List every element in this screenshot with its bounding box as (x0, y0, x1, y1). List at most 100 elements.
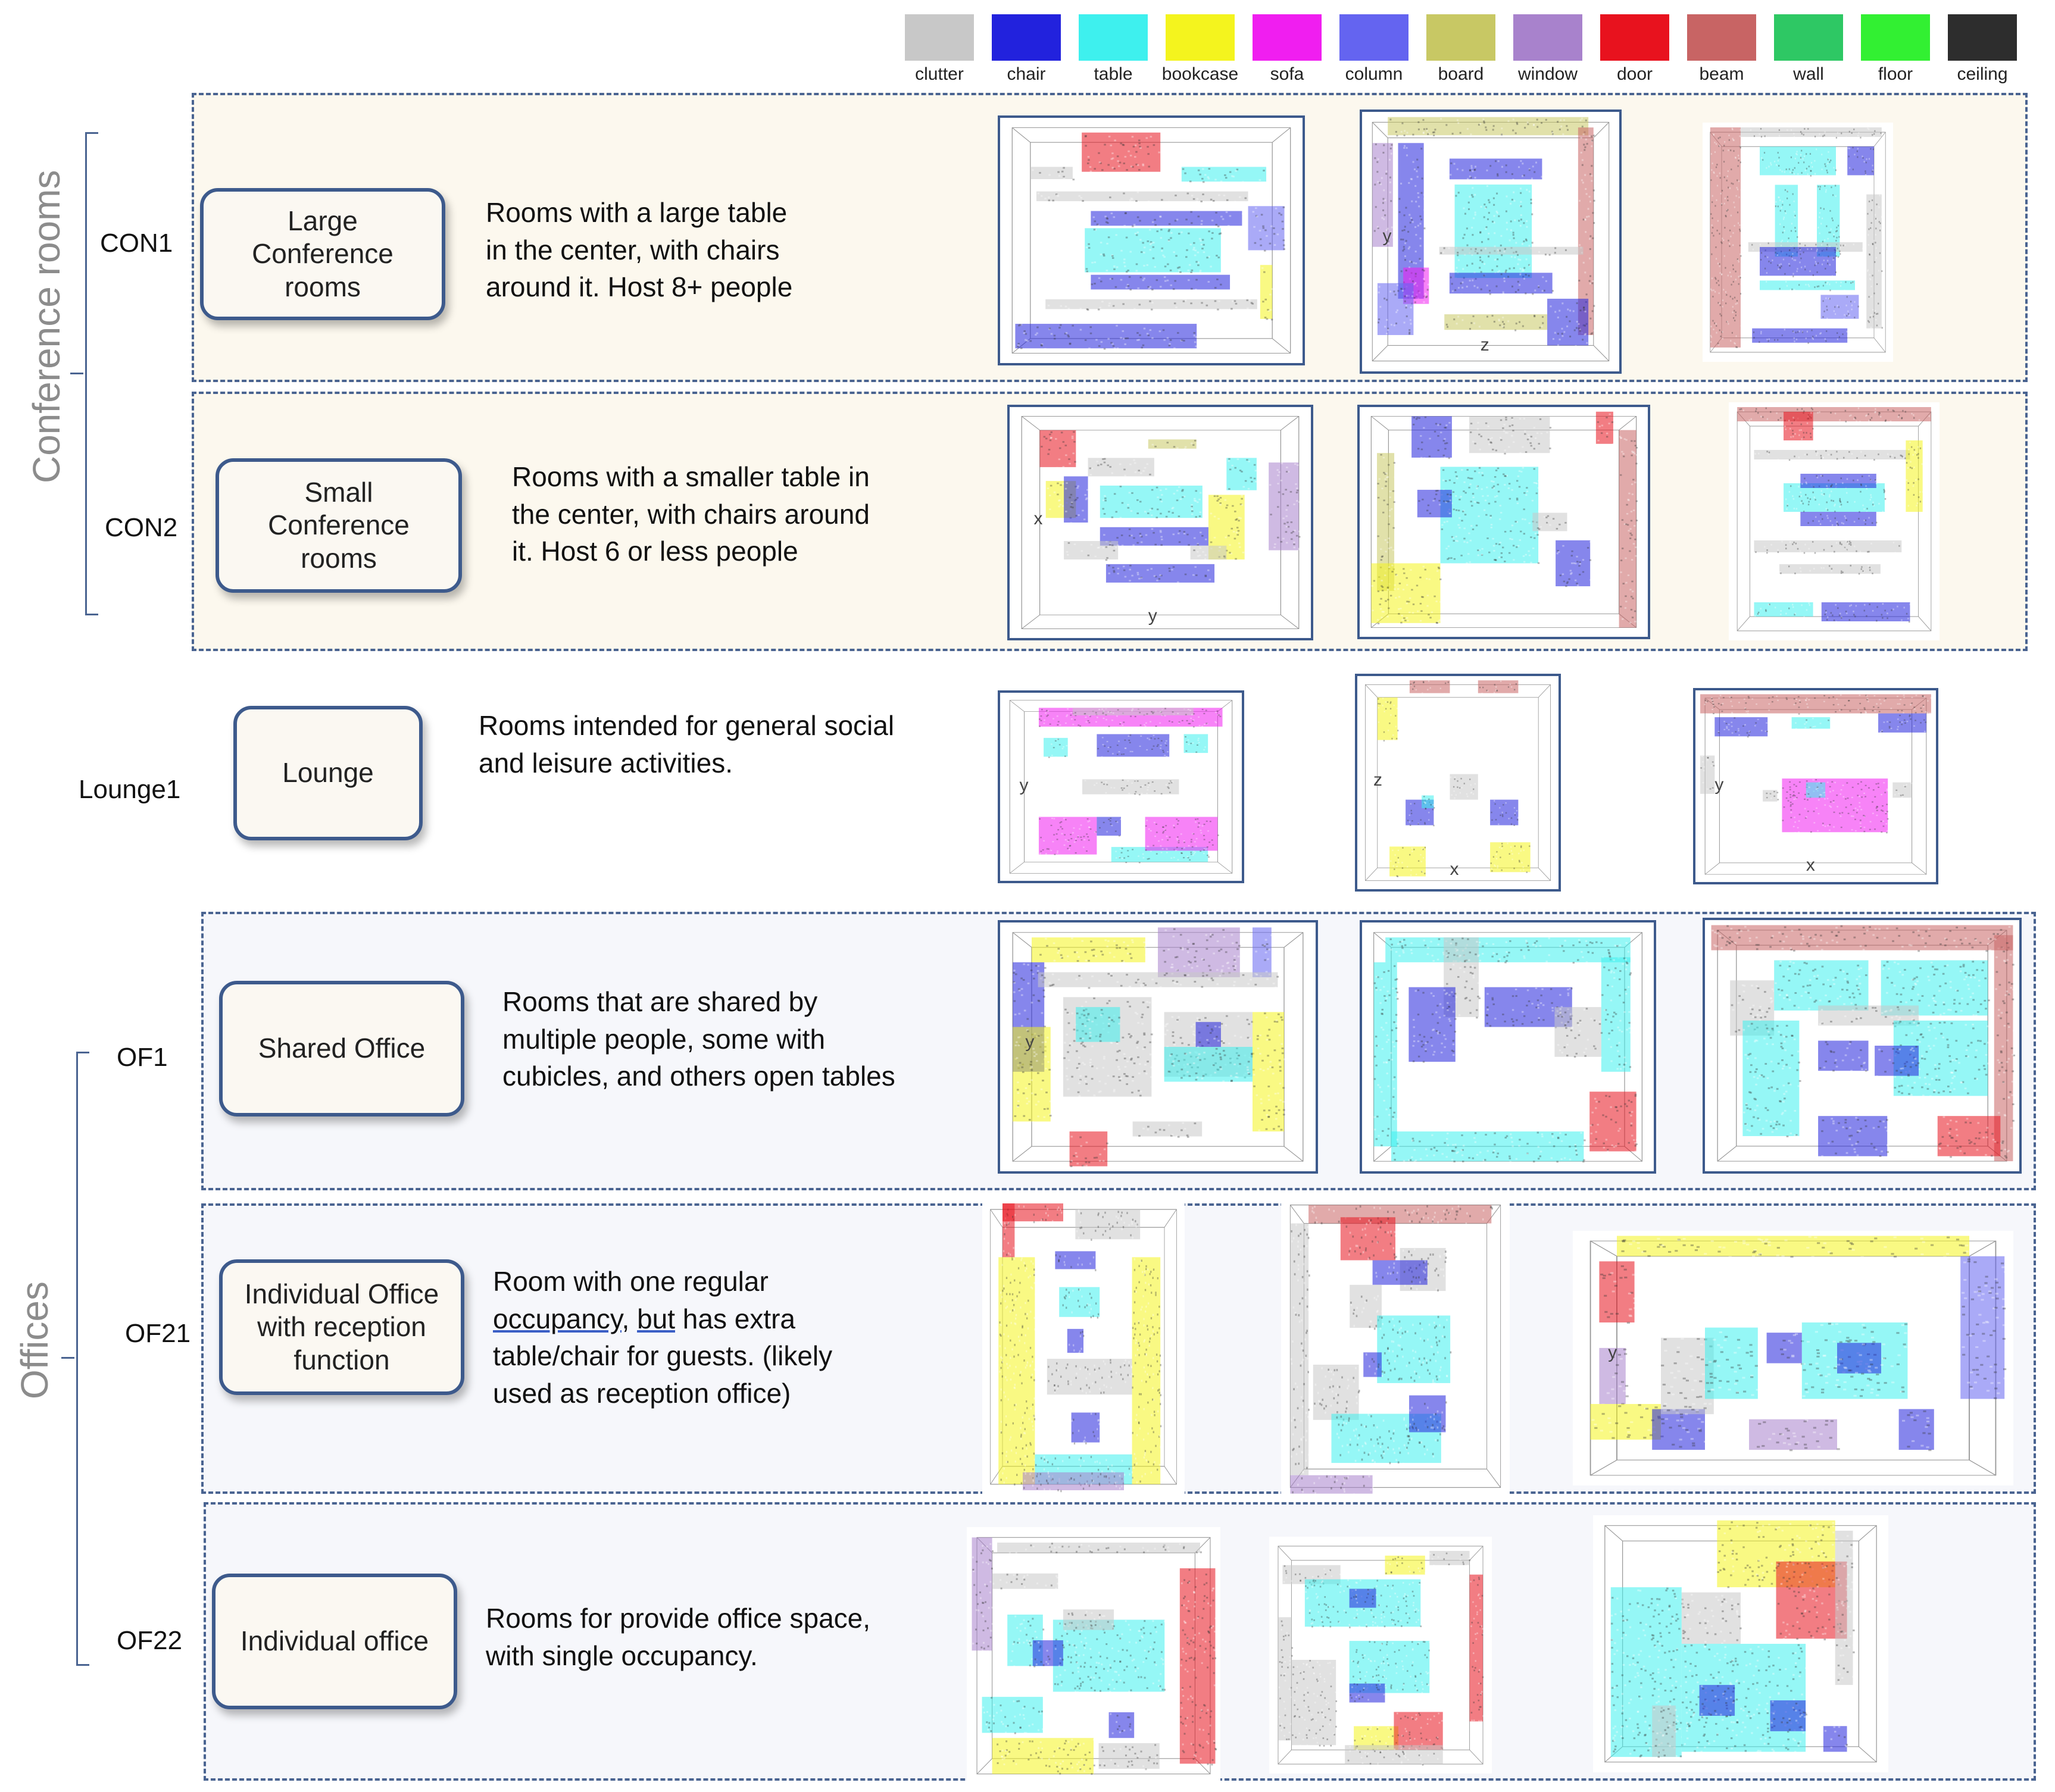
point-cluster-table (1601, 957, 1632, 1072)
point-cluster-clutter (1313, 1364, 1360, 1421)
point-cluster-table (1705, 1327, 1759, 1399)
point-cluster-table (1059, 1287, 1100, 1319)
group-label-offices: Offices (13, 1281, 56, 1399)
legend-item-beam: beam (1687, 14, 1763, 92)
point-cluster-clutter (1088, 458, 1154, 477)
bounding-box-lines (1365, 684, 1551, 881)
point-cloud-con2-view-2 (1357, 405, 1650, 639)
point-cloud-of22-view-2 (1269, 1537, 1492, 1774)
point-cluster-column (1960, 1256, 2007, 1399)
point-cluster-sofa (1782, 778, 1889, 834)
point-cluster-clutter (1190, 545, 1227, 560)
point-cluster-clutter (1350, 1284, 1383, 1330)
point-cluster-clutter (1063, 1609, 1115, 1632)
row-code-con1: CON1 (100, 229, 173, 258)
point-cluster-board (1148, 439, 1197, 450)
point-cluster-clutter (1779, 564, 1881, 575)
legend-label: clutter (915, 64, 964, 84)
point-cluster-clutter (1045, 299, 1257, 311)
point-cluster-clutter (1290, 1223, 1310, 1475)
bounding-box-lines (1604, 1525, 1877, 1763)
legend-item-wall: wall (1774, 14, 1850, 92)
legend-swatch (1687, 14, 1756, 61)
point-cluster-chair (1823, 1726, 1848, 1752)
point-cluster-bookcase (1371, 563, 1442, 625)
point-cluster-bookcase (1385, 1555, 1426, 1575)
legend-label: window (1517, 64, 1578, 84)
point-cluster-chair (1015, 324, 1198, 350)
point-cluster-bookcase (1132, 1257, 1162, 1484)
legend-item-clutter: clutter (905, 14, 981, 92)
bounding-box-lines (1012, 932, 1304, 1162)
row-code-of21: OF21 (125, 1319, 191, 1348)
legend-item-ceiling: ceiling (1948, 14, 2024, 92)
point-cluster-chair (1818, 1116, 1890, 1158)
point-cluster-beam (1700, 694, 1932, 715)
point-cloud-lounge-view-1: y (998, 690, 1244, 883)
point-cluster-chair (1091, 211, 1244, 227)
bounding-box-lines (1009, 700, 1233, 874)
point-cluster-door (1340, 1217, 1397, 1261)
point-cluster-chair (1408, 987, 1457, 1063)
point-cluster-table (1226, 458, 1257, 490)
legend-swatch (1166, 14, 1235, 61)
legend-swatch (992, 14, 1061, 61)
point-cluster-door (1039, 430, 1076, 469)
point-cluster-bookcase (1490, 842, 1531, 873)
group-label-conference: Conference rooms (25, 170, 68, 483)
point-cloud-con1-view-1 (998, 115, 1305, 365)
point-cluster-chair (1714, 717, 1768, 738)
legend-label: beam (1699, 64, 1744, 84)
axis-label-z: z (1373, 770, 1383, 790)
point-cluster-door (1179, 1568, 1217, 1766)
point-cluster-chair (1449, 273, 1554, 296)
desc-con2: Rooms with a smaller table in the center… (512, 461, 870, 567)
type-box-lounge: Lounge (233, 706, 423, 840)
point-cluster-chair (1349, 1588, 1378, 1608)
point-cluster-chair (1067, 1328, 1085, 1355)
point-cluster-clutter (992, 1573, 1059, 1590)
point-cluster-door (1599, 1261, 1637, 1324)
point-cluster-chair (1411, 416, 1452, 459)
point-cluster-door (1589, 1092, 1638, 1153)
point-cluster-board (1388, 117, 1589, 137)
point-cluster-sofa (1145, 817, 1219, 852)
point-cluster-chair (1800, 512, 1878, 528)
point-cluster-clutter (1444, 937, 1481, 1019)
point-cluster-chair (1800, 474, 1878, 488)
point-cluster-clutter (1835, 1530, 1855, 1685)
legend-swatch (1426, 14, 1495, 61)
point-cluster-window (1290, 1475, 1374, 1496)
type-box-shared-office: Shared Office (219, 981, 464, 1117)
legend-swatch (1774, 14, 1843, 61)
point-cluster-sofa (1038, 817, 1098, 855)
axis-label-y: y (1019, 775, 1029, 796)
point-cluster-table (982, 1697, 1044, 1734)
point-cluster-table (1610, 1587, 1684, 1757)
point-cluster-table (1164, 1047, 1254, 1084)
point-cluster-door (1002, 1203, 1015, 1259)
point-cluster-chair (1105, 564, 1215, 583)
point-cluster-chair (1898, 1409, 1934, 1452)
desc-of21-rest: has extra (675, 1303, 796, 1334)
point-cluster-table (1385, 937, 1631, 964)
point-cluster-chair (1752, 328, 1849, 345)
point-cluster-clutter (1450, 774, 1478, 800)
point-cluster-chair (1766, 1333, 1804, 1365)
point-cluster-chair (1108, 1712, 1135, 1738)
legend-item-sofa: sofa (1253, 14, 1329, 92)
point-cluster-clutter (1700, 755, 1716, 794)
legend-item-chair: chair (992, 14, 1068, 92)
type-box-individual-office: Individual office (212, 1574, 457, 1709)
point-cluster-chair (1699, 1685, 1735, 1718)
point-cluster-table (1422, 795, 1435, 810)
point-cluster-clutter (1132, 1121, 1203, 1138)
bounding-box-lines (1278, 1546, 1484, 1765)
point-cluster-chair (1363, 1352, 1383, 1377)
point-cluster-beam (1711, 925, 2013, 952)
desc-of22: Rooms for provide office space, with sin… (486, 1603, 871, 1671)
point-cluster-chair (1449, 158, 1543, 181)
point-cloud-con2-view-3 (1729, 402, 1940, 640)
point-cloud-of21-view-2 (1281, 1193, 1510, 1500)
point-cluster-chair (1837, 1343, 1884, 1375)
